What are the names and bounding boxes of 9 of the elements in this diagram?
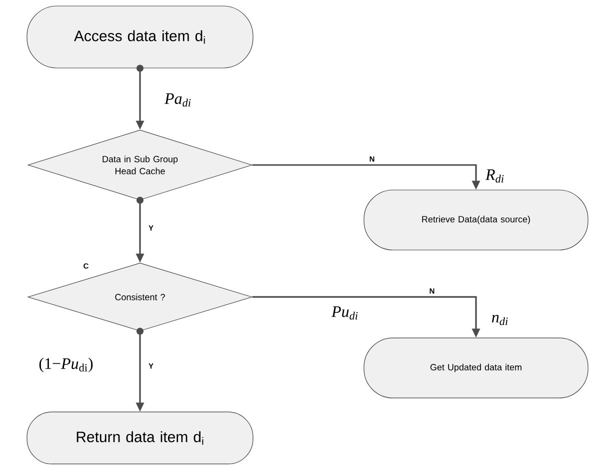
- process-terminal: Retrieve Data(data source): [364, 190, 588, 250]
- beside-label: n$_{di}$: [492, 314, 508, 326]
- probability-label: (1−Pu$_{di}$): [39, 358, 93, 372]
- beside-label: R$_{di}$: [485, 169, 504, 183]
- process-terminal: Get Updated data item: [364, 338, 588, 398]
- edge-label: Pa$_{di}$: [164, 92, 192, 108]
- start-terminal: Access data item d$_{i}$: [26, 6, 254, 68]
- end-terminal: Return data item d$_{i}$: [26, 412, 254, 464]
- probability-label: Pu$_{di}$: [331, 306, 358, 320]
